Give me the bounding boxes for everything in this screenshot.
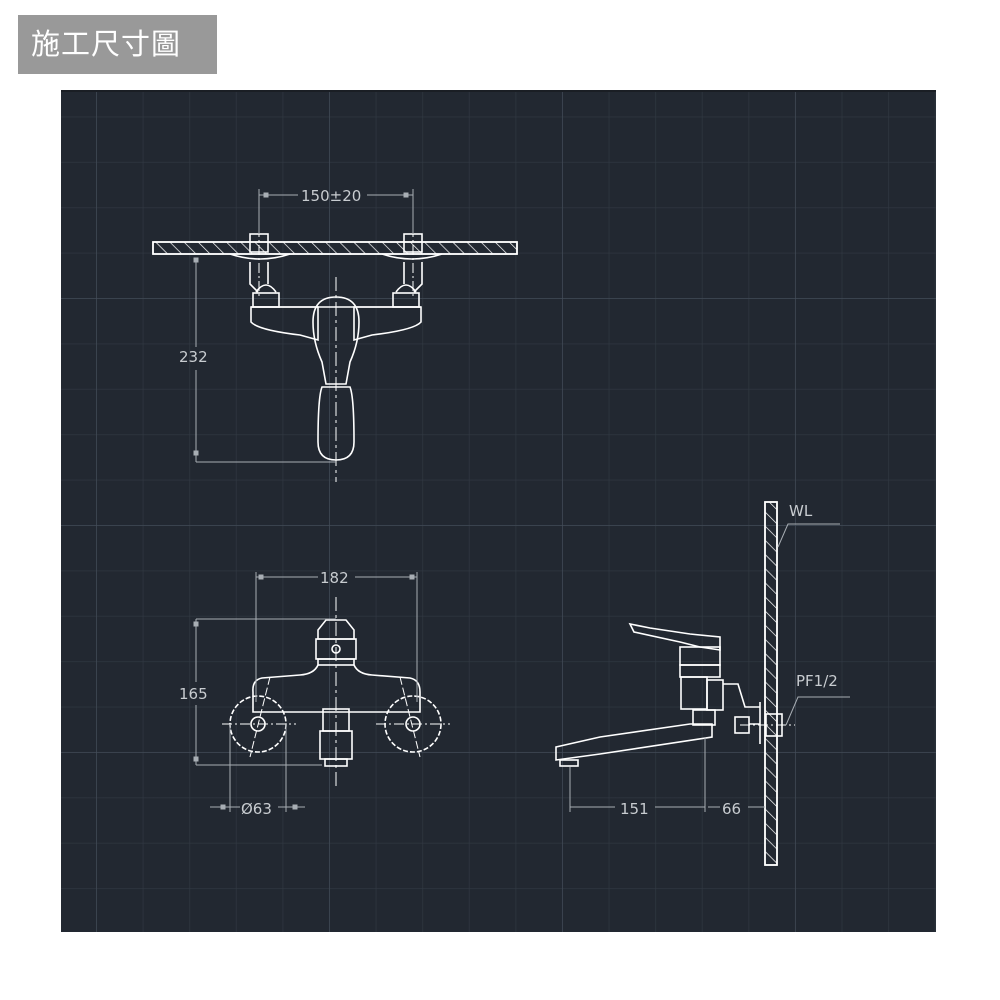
dimensions-front <box>193 572 418 812</box>
dim-label-wall-offset: 66 <box>722 800 742 818</box>
wall-line-label: WL <box>789 502 813 520</box>
wall-slab <box>152 241 518 255</box>
view-front <box>222 597 450 787</box>
dimensions-top-elevation <box>193 189 414 463</box>
dim-label-mount-spacing: 150±20 <box>301 187 362 205</box>
dim-label-total-height: 232 <box>179 348 208 366</box>
page-title: 施工尺寸圖 <box>18 15 217 74</box>
dimensions-side <box>569 523 850 812</box>
dim-label-flange-diameter: Ø63 <box>241 800 272 818</box>
view-side <box>555 501 795 866</box>
dim-label-front-height: 165 <box>179 685 208 703</box>
connection-thread-label: PF1/2 <box>796 672 838 690</box>
view-top-elevation <box>152 227 518 482</box>
wall-section <box>764 501 778 866</box>
dim-label-spout-reach: 151 <box>620 800 649 818</box>
installation-drawing-panel: 150±20 232 182 165 Ø63 151 66 WL PF1/2 <box>61 90 936 932</box>
dim-label-front-width: 182 <box>320 569 349 587</box>
